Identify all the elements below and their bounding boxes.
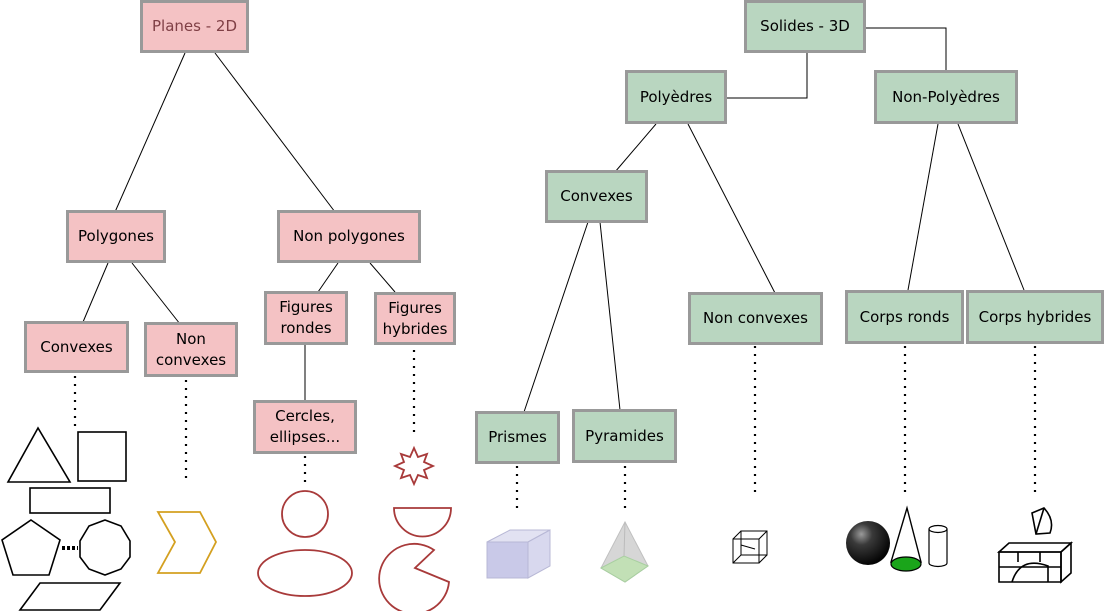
edge-nonpoly-hybrides (957, 123, 1025, 291)
pyramid-illustration (599, 520, 650, 583)
node-non-polyedres: Non-Polyèdres (874, 70, 1018, 124)
hybrid-block-side-icon (1060, 541, 1072, 584)
node-planes-2d: Planes - 2D (140, 0, 249, 53)
hybrid-arch-icon (1011, 562, 1049, 583)
node-polyedres: Polyèdres (625, 70, 727, 124)
node-cercles-ellipses: Cercles, ellipses... (253, 400, 357, 454)
edge-solides-polyedres (727, 53, 808, 99)
node-pyramides: Pyramides (572, 409, 677, 463)
node-convexes-3d: Convexes (545, 170, 648, 223)
chevron-polygon-icon (156, 511, 218, 574)
edge-polygones-nonconvexes (131, 262, 181, 325)
node-figures-rondes: Figures rondes (264, 291, 348, 345)
cube-inner-edge (740, 544, 756, 550)
edge-planes-nonpolygones (214, 52, 336, 213)
pyramid-edge-icon (623, 521, 626, 557)
dotted-leaders (73, 346, 1037, 510)
round-bodies-illustration (846, 505, 948, 572)
triangle-icon (6, 426, 72, 483)
node-corps-ronds: Corps ronds (845, 290, 964, 344)
half-sphere-edge (1035, 507, 1045, 535)
decagon-icon (79, 519, 131, 576)
convex-polygons-illustration (1, 426, 131, 611)
edge-planes-polygones (114, 52, 186, 213)
edge-polyedres-convexes (614, 123, 657, 173)
pentagon-icon (1, 519, 61, 576)
node-prismes: Prismes (475, 411, 560, 464)
prism-front-icon (486, 541, 529, 579)
cube-edge-3 (732, 554, 742, 564)
edge-solides-nonpolyedres (866, 27, 947, 70)
node-non-polygones: Non polygones (277, 210, 421, 263)
node-solides-3d: Solides - 3D (744, 0, 866, 53)
edge-convexes-prismes (523, 221, 589, 413)
pyramid-base-icon (599, 555, 650, 583)
star-shape-icon (392, 445, 436, 487)
connector-lines (82, 27, 1025, 413)
cube-edge-4 (758, 554, 768, 564)
square-icon (77, 431, 127, 482)
rectangle-icon (29, 487, 111, 514)
round-figures-illustration (257, 490, 353, 597)
node-non-convexes-3d: Non convexes (688, 292, 823, 345)
edge-convexes-pyramides (599, 221, 621, 411)
wireframe-cube-illustration (732, 530, 768, 564)
hybrid-figures-illustration (378, 445, 452, 611)
node-convexes-2d: Convexes (24, 321, 129, 373)
sphere-icon (846, 521, 890, 565)
node-figures-hybrides: Figures hybrides (374, 292, 456, 345)
edge-polygones-convexes (82, 262, 109, 323)
semicircle-icon (393, 507, 452, 538)
prism-side-icon (527, 529, 551, 579)
node-corps-hybrides: Corps hybrides (966, 290, 1104, 344)
node-polygones: Polygones (66, 210, 166, 263)
cube-front-icon (732, 538, 760, 564)
hybrid-bodies-illustration (996, 507, 1074, 584)
cube-edge-2 (758, 530, 768, 540)
node-non-convexes-2d: Non convexes (144, 322, 238, 377)
prism-illustration (486, 529, 551, 579)
edge-nonpoly-rondes (317, 262, 339, 293)
cube-edge-1 (732, 530, 742, 540)
hybrid-block-top-icon (996, 542, 1074, 553)
edge-nonpoly-hybrides (369, 262, 396, 293)
cone-icon (890, 505, 922, 563)
cylinder-icon (928, 524, 948, 568)
half-sphere-icon (1031, 507, 1053, 535)
parallelogram-icon (18, 582, 122, 611)
edge-nonpoly-ronds (907, 123, 939, 291)
edge-polyedres-nonconvexes (687, 123, 776, 294)
circle-icon (281, 490, 329, 538)
cube-back-icon (740, 530, 768, 556)
ellipse-icon (257, 549, 353, 597)
cone-base-icon (890, 556, 922, 572)
pacman-shape-icon (378, 542, 450, 611)
